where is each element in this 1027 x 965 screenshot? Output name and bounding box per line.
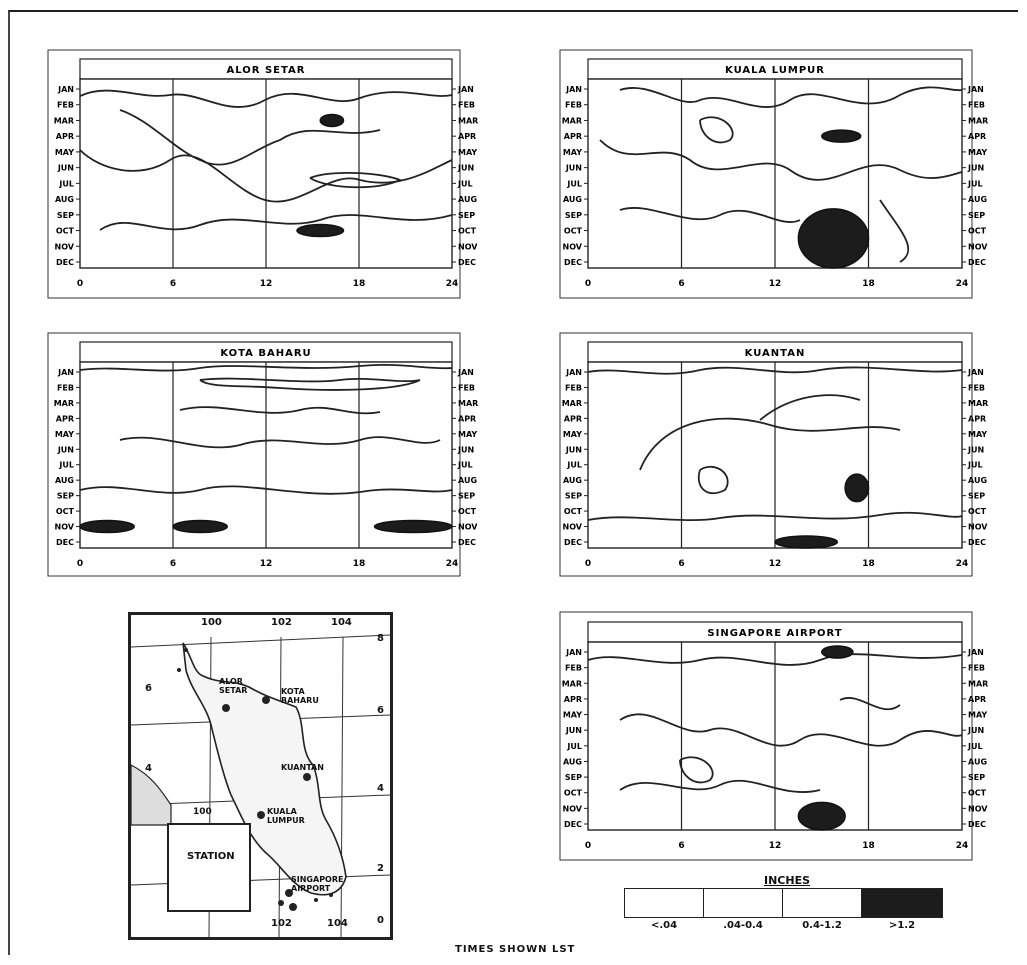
map-lat-label: 2 (377, 863, 384, 874)
station-location-map: 100 102 104 102 104 6 4 8 6 4 2 0 100 AL… (128, 612, 393, 940)
map-inner-label: 100 (193, 807, 212, 817)
map-lon-label: 102 (271, 617, 292, 628)
page-frame (8, 10, 1018, 955)
map-lat-label: 4 (145, 763, 152, 774)
sumatra-coast (131, 764, 172, 826)
station-marker-singapore (285, 889, 293, 897)
station-marker-kota-baharu (262, 696, 270, 704)
station-marker-alor-setar (222, 704, 230, 712)
map-lon-label: 104 (327, 918, 348, 929)
station-marker-kuala-lumpur (257, 811, 265, 819)
map-legend-label: STATION (187, 851, 235, 862)
map-lat-label: 8 (377, 633, 384, 644)
map-graticule-line (131, 634, 390, 648)
legend-label: 0.4-1.2 (802, 920, 842, 931)
map-lon-label: 100 (201, 617, 222, 628)
map-lon-label: 104 (331, 617, 352, 628)
legend-swatch-lt-004 (624, 888, 704, 918)
map-lat-label: 4 (377, 783, 384, 794)
map-drawing (131, 634, 390, 937)
station-marker-kuantan (303, 773, 311, 781)
legend-label: >1.2 (888, 920, 916, 931)
island-dots (177, 648, 333, 911)
map-lat-label: 6 (145, 683, 152, 694)
legend-swatch-004-04 (703, 888, 783, 918)
legend-swatch-gt-12 (861, 888, 943, 918)
map-lat-label: 0 (377, 915, 384, 926)
legend-swatch-04-12 (782, 888, 862, 918)
legend-label: <.04 (650, 920, 678, 931)
map-lat-label: 6 (377, 705, 384, 716)
legend-label: .04-0.4 (723, 920, 763, 931)
legend-title: INCHES (764, 874, 811, 887)
map-lon-label: 102 (271, 918, 292, 929)
time-zone-footnote: TIMES SHOWN LST (455, 944, 576, 955)
map-station-legend: STATION (167, 823, 251, 912)
station-label-kuantan: KUANTAN (281, 763, 324, 772)
